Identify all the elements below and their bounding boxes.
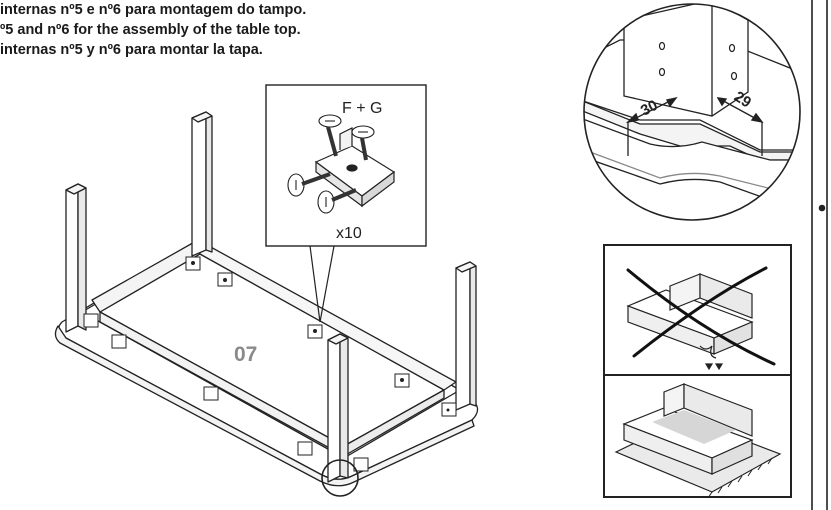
cross-icon [626, 266, 776, 366]
leg-detail [623, 4, 749, 117]
instruction-line-en: º5 and nº6 for the assembly of the table… [0, 22, 301, 38]
corner-bracket-icon [314, 127, 396, 208]
dimension-left: 30 [638, 97, 661, 120]
instruction-text: internas nº5 e nº6 para montagem do tamp… [0, 0, 306, 60]
parts-label: F + G [342, 100, 382, 117]
quantity-label: x10 [336, 225, 362, 242]
page-edge [811, 0, 828, 510]
leg-back-right [455, 261, 471, 411]
step-number: 07 [234, 343, 257, 366]
instruction-line-pt: internas nº5 e nº6 para montagem do tamp… [0, 2, 307, 18]
hardware-callout: F + G x10 [265, 84, 427, 323]
corner-detail-view: 30 29 [583, 3, 801, 221]
dimension-right: 29 [731, 88, 754, 111]
protection-panel [603, 244, 792, 499]
table-assembly [54, 111, 479, 487]
screw-icons [287, 114, 375, 214]
leg-front-left [65, 183, 79, 333]
correct-method [614, 383, 782, 499]
detail-circle-marker [321, 459, 359, 497]
leg-back-left [191, 111, 207, 257]
instruction-line-es: internas nº5 y nº6 para montar la tapa. [0, 42, 263, 58]
